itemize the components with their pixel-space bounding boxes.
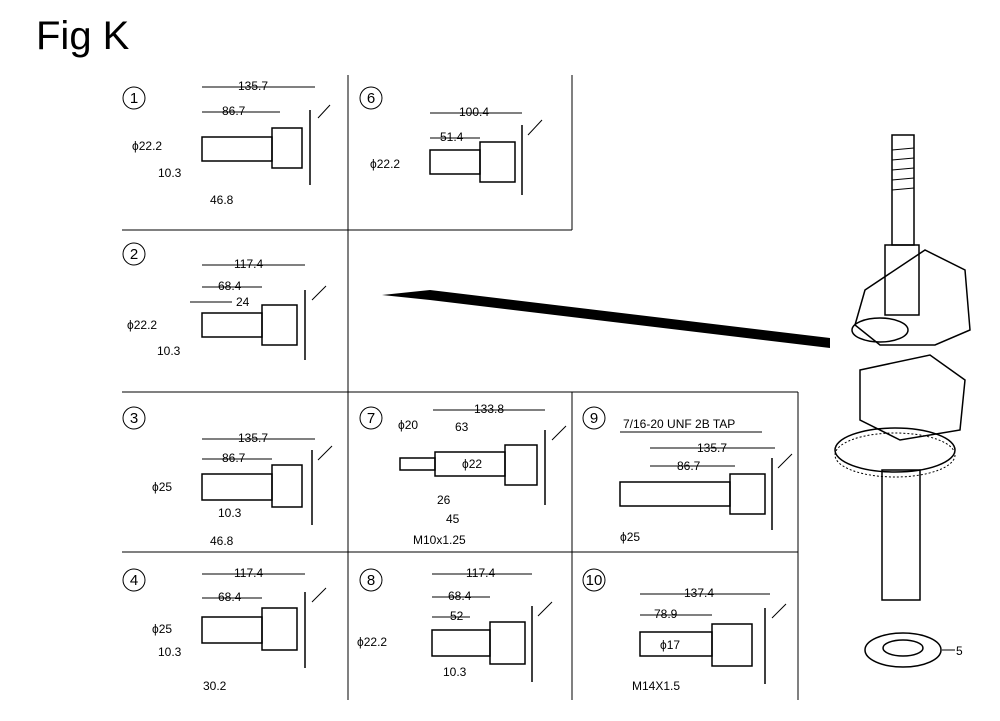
dim-diameter-top: ϕ20: [398, 418, 418, 432]
dim-length-mid: 78.9: [654, 607, 678, 621]
dim-length-main: 135.7: [238, 79, 268, 93]
dim-length-mid: 63: [455, 420, 469, 434]
dim-length-main: 117.4: [234, 566, 263, 580]
panel-number: 8: [367, 572, 375, 589]
panel-2: 2 117.4 68.4 24 ϕ22.2 10.3: [122, 242, 327, 360]
dim-diameter: ϕ22.2: [127, 318, 157, 332]
dim-diameter: ϕ22: [462, 457, 482, 471]
panel-1: 1 135.7 86.7 ϕ22.2 10.3 46.8: [122, 79, 331, 207]
panel-number: 3: [130, 410, 138, 427]
dim-diameter: ϕ22.2: [132, 139, 162, 153]
panel-6: 6 100.4 51.4 ϕ22.2: [359, 86, 543, 195]
panel-number: 2: [130, 246, 138, 263]
dim-length-mid: 86.7: [222, 451, 246, 465]
dim-length-main: 100.4: [459, 105, 489, 119]
tap-spec: 7/16-20 UNF 2B TAP: [623, 417, 735, 431]
panel-number: 7: [367, 410, 375, 427]
panel-grid: [122, 75, 799, 700]
dim-length-main: 133.8: [474, 402, 504, 416]
dim-length-mid: 68.4: [218, 279, 242, 293]
dim-length-mid: 68.4: [218, 590, 242, 604]
panel-3: 3 135.7 86.7 ϕ25 10.3 46.8: [122, 406, 333, 548]
dim-length-mid: 68.4: [448, 589, 472, 603]
dim-length-main: 135.7: [238, 431, 268, 445]
pointer-arrow: [382, 290, 830, 348]
figure-title: Fig K: [36, 14, 130, 58]
dim-small: 10.3: [157, 344, 181, 358]
dim-diameter: ϕ25: [620, 530, 640, 544]
dim-length-main: 117.4: [234, 257, 263, 271]
dim-small: 10.3: [443, 665, 467, 679]
dim-b: 45: [446, 512, 460, 526]
dim-length-mid2: 52: [450, 609, 464, 623]
dim-small: 10.3: [158, 166, 182, 180]
dim-length-mid: 51.4: [440, 130, 464, 144]
panel-7: 7 ϕ20 133.8 63 ϕ22 26 45 M10x1.25: [359, 402, 567, 547]
dim-low: 46.8: [210, 534, 234, 548]
panel-10: 10 137.4 78.9 ϕ17 M14X1.5: [582, 568, 787, 693]
panel-number: 4: [130, 572, 138, 589]
panel-9: 9 7/16-20 UNF 2B TAP 135.7 86.7 ϕ25: [582, 406, 793, 544]
panel-8: 8 117.4 68.4 52 ϕ22.2 10.3: [357, 566, 553, 682]
dim-length-main: 137.4: [684, 586, 714, 600]
panel-4: 4 117.4 68.4 ϕ25 10.3 30.2: [122, 566, 327, 693]
dim-diameter: ϕ25: [152, 622, 172, 636]
thread-spec: M14X1.5: [632, 679, 680, 693]
dim-length-mid2: 24: [236, 295, 250, 309]
dim-diameter: ϕ22.2: [357, 635, 387, 649]
dim-length-mid: 86.7: [677, 459, 701, 473]
crankshaft-illustration: [834, 134, 971, 668]
dim-diameter: ϕ25: [152, 480, 172, 494]
dim-length-main: 117.4: [466, 566, 495, 580]
dim-small: 10.3: [158, 645, 182, 659]
panel-number: 10: [586, 572, 603, 589]
thread-spec: M10x1.25: [413, 533, 466, 547]
dim-length-mid: 86.7: [222, 104, 246, 118]
dim-diameter: ϕ17: [660, 638, 680, 652]
dim-small: 10.3: [218, 506, 242, 520]
panel-number: 1: [130, 90, 138, 107]
panel-number: 6: [367, 90, 375, 107]
dim-low: 46.8: [210, 193, 234, 207]
callout-5-label: 5: [956, 644, 963, 658]
dim-low: 30.2: [203, 679, 227, 693]
panel-number: 9: [590, 410, 598, 427]
dim-length-main: 135.7: [697, 441, 727, 455]
dim-a: 26: [437, 493, 451, 507]
dim-diameter: ϕ22.2: [370, 157, 400, 171]
